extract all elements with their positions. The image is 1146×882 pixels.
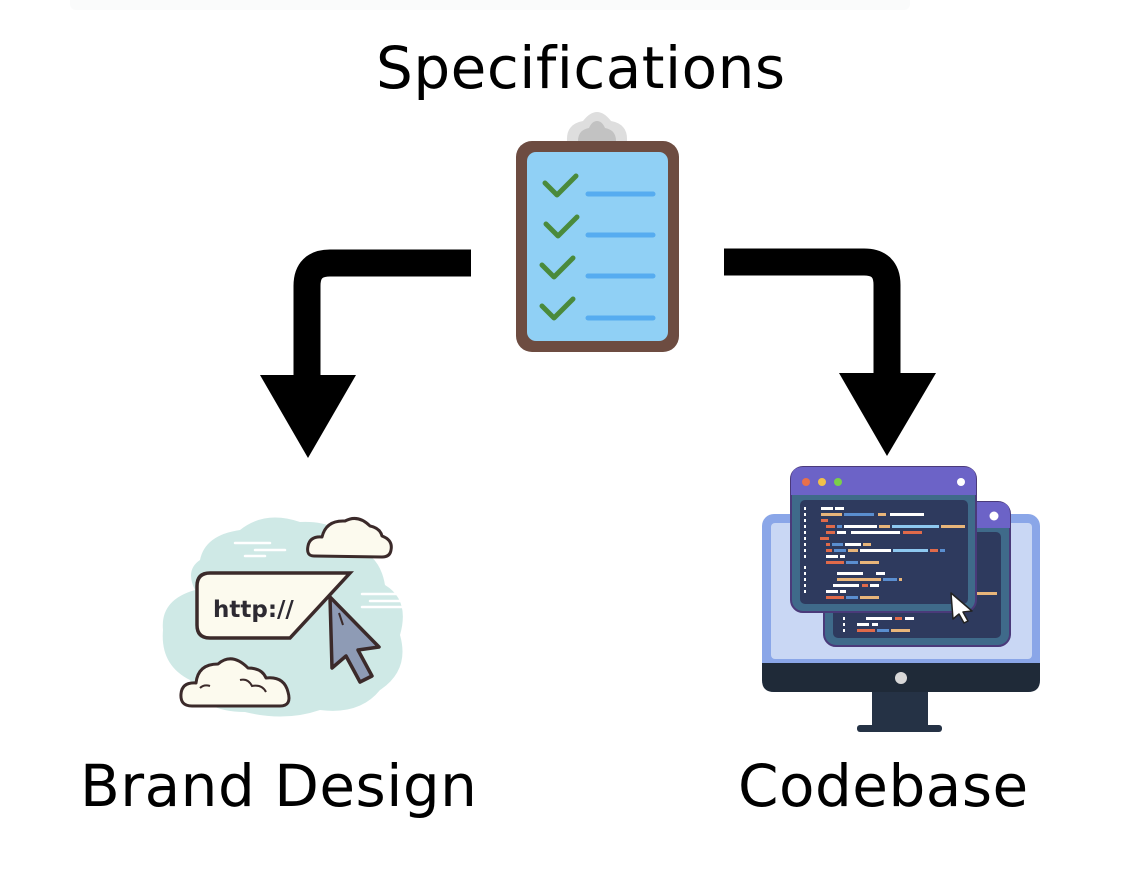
window-close-dot (802, 478, 810, 486)
cloud-top-right-icon (306, 516, 393, 559)
check-icon (539, 296, 576, 321)
power-button-icon (895, 672, 907, 684)
top-band (70, 0, 910, 10)
monitor-stand-base (857, 725, 942, 732)
specifications-label: Specifications (376, 34, 786, 102)
code-lines (804, 507, 965, 599)
mouse-pointer-icon (950, 592, 973, 624)
url-text: http:// (213, 597, 294, 623)
code-window-front (790, 466, 977, 613)
cursor-arrow-icon (328, 595, 381, 684)
url-bar (195, 571, 354, 640)
arrow-left-shaft (293, 249, 471, 378)
check-icon (542, 173, 579, 198)
arrow-to-brand-design (260, 249, 471, 458)
speed-lines (233, 541, 416, 609)
arrow-left-head (260, 375, 356, 458)
monitor-stand-neck (872, 692, 928, 727)
arrow-right-head (839, 373, 936, 456)
window-minimize-dot (818, 478, 826, 486)
clipboard-clip (566, 112, 628, 141)
check-icon (539, 255, 576, 280)
clipboard-paper (527, 152, 668, 341)
check-icon (543, 214, 580, 239)
codebase-label: Codebase (738, 752, 1029, 820)
cloud-bottom-left-icon (179, 657, 291, 708)
arrow-to-codebase (724, 248, 936, 456)
brand-design-label: Brand Design (80, 752, 478, 820)
window-maximize-dot (834, 478, 842, 486)
arrow-right-shaft (724, 248, 901, 376)
